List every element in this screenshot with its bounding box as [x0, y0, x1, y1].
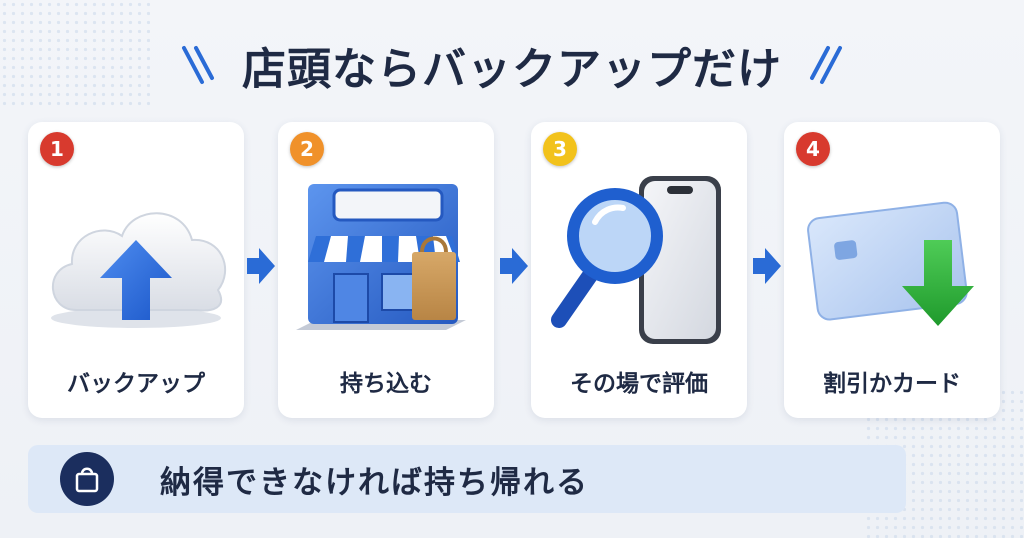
step-badge-2: 2 [290, 132, 324, 166]
step-label-4: 割引かカード [823, 371, 961, 397]
bottom-banner: 納得できなければ持ち帰れる [28, 445, 906, 513]
step-card-3: 3 その場で評価 [531, 122, 747, 418]
step-card-2: 2 持ち込む [278, 122, 494, 418]
step-badge-4: 4 [796, 132, 830, 166]
store-icon [296, 184, 466, 330]
step-arrow-2-icon [500, 248, 528, 284]
banner-text: 納得できなければ持ち帰れる [160, 464, 589, 501]
step-label-1: バックアップ [67, 371, 205, 397]
step-label-2: 持ち込む [340, 371, 432, 397]
page-title: 店頭ならバックアップだけ [242, 44, 782, 95]
decorative-dots-top-left [0, 0, 150, 110]
step-badge-3: 3 [543, 132, 577, 166]
step-arrow-3-icon [753, 248, 781, 284]
step-label-3: その場で評価 [570, 371, 708, 397]
card-download-icon [807, 201, 974, 326]
step-arrow-1-icon [247, 248, 275, 284]
cloud-upload-icon [51, 212, 227, 328]
step-card-4: 4 割引かカード [784, 122, 1000, 418]
title-slash-left-icon [182, 46, 214, 84]
step-badge-1: 1 [40, 132, 74, 166]
shopping-bag-icon [60, 452, 114, 506]
step-card-1: 1 バックアップ [28, 122, 244, 418]
magnifier-phone-icon [551, 176, 721, 344]
title-slash-right-icon [810, 46, 842, 84]
title-row: 店頭ならバックアップだけ [0, 30, 1024, 100]
